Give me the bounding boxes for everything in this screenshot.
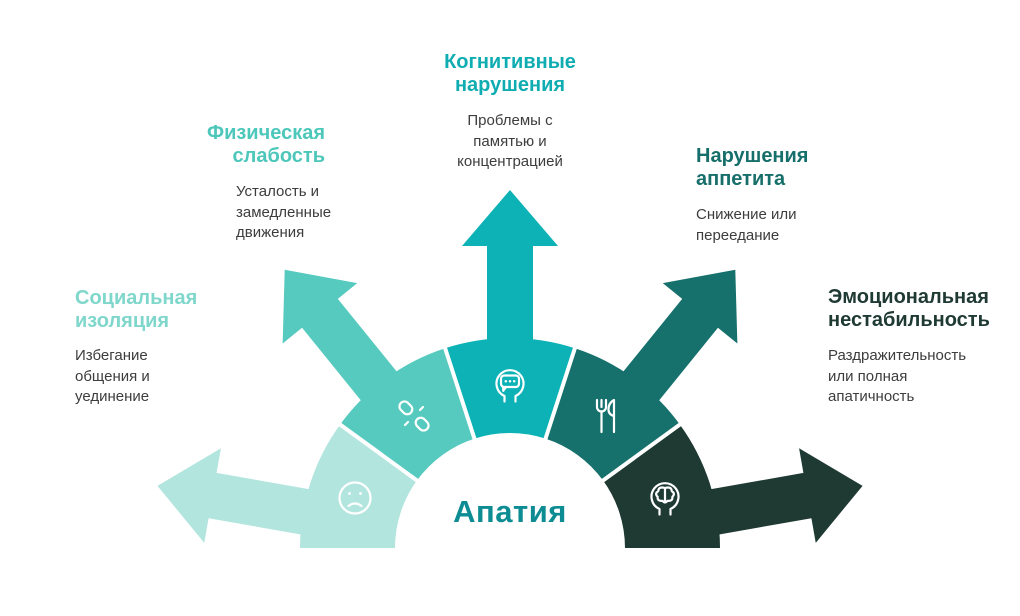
cutlery-icon	[595, 398, 616, 434]
sad-face-icon	[338, 481, 372, 515]
segment-cognitive-impairment	[445, 338, 575, 439]
arrow-cognitive-impairment	[462, 190, 558, 400]
segment-icons	[338, 369, 680, 516]
branch-description-physical-weakness: Усталость и замедленные движения	[236, 183, 332, 242]
branch-description-social-isolation: Избегание общения и уединение	[75, 347, 150, 406]
branch-title-social-isolation: Социальная изоляция	[75, 287, 198, 332]
branch-title-physical-weakness: Физическая слабость	[207, 122, 325, 167]
segment-separators	[337, 345, 683, 484]
head-brain-icon	[650, 482, 680, 516]
branch-title-cognitive-impairment: Когнитивные нарушения	[444, 51, 576, 96]
branch-description-emotional-instability: Раздражительность или полная апатичность	[828, 347, 967, 406]
head-speech-icon	[495, 369, 525, 403]
branch-title-emotional-instability: Эмоциональная нестабильность	[828, 286, 990, 331]
branch-description-cognitive-impairment: Проблемы с памятью и концентрацией	[457, 112, 563, 171]
segment-social-isolation	[300, 424, 417, 548]
branch-title-appetite-disorder: Нарушения аппетита	[696, 145, 809, 190]
broken-link-icon	[398, 400, 430, 432]
segment-emotional-instability	[603, 424, 720, 548]
center-title: Апатия	[453, 494, 567, 529]
branch-description-appetite-disorder: Снижение или переедание	[696, 206, 797, 244]
